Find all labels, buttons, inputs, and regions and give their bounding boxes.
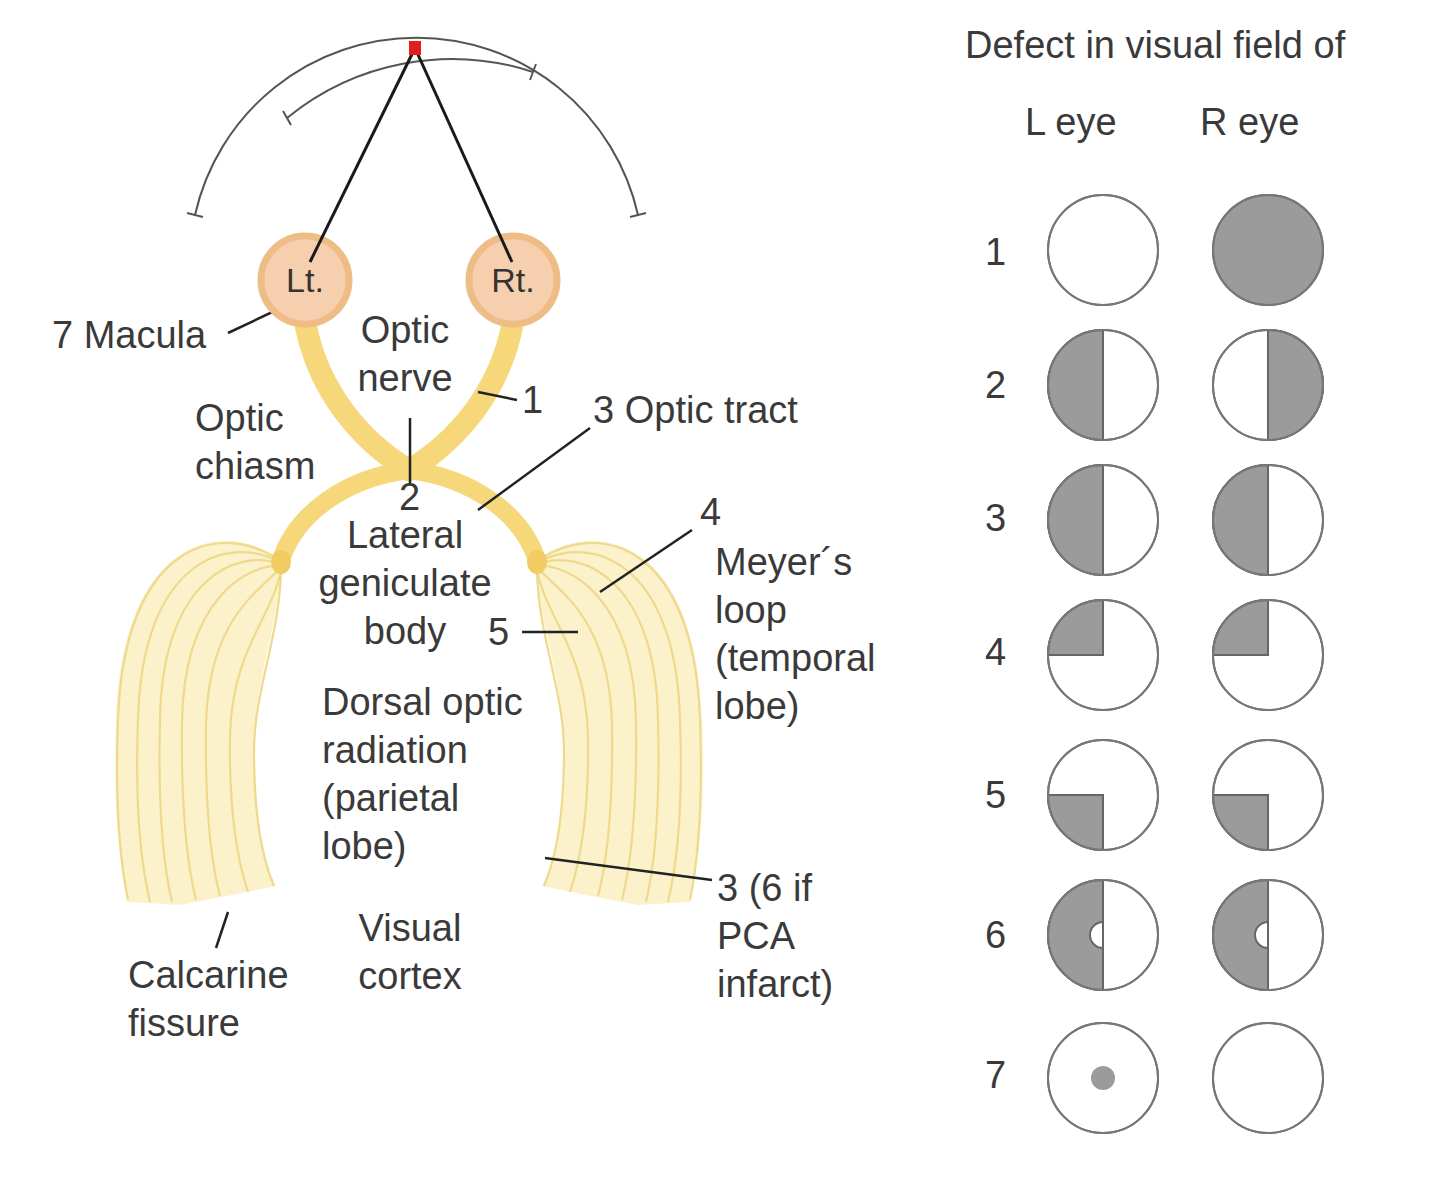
leader-line bbox=[600, 530, 692, 592]
left-eye: Lt. bbox=[256, 231, 354, 329]
field-outline bbox=[1048, 880, 1158, 990]
row-number: 6 bbox=[985, 911, 1006, 959]
callout-number: 1 bbox=[522, 376, 543, 424]
panel-heading: Defect in visual field of bbox=[965, 21, 1345, 69]
field-circle bbox=[1048, 880, 1158, 990]
column-heading: L eye bbox=[1025, 98, 1117, 146]
arc-tick bbox=[630, 213, 646, 217]
field-circle bbox=[1048, 740, 1158, 850]
field-outline bbox=[1213, 740, 1323, 850]
callout-number: 4 bbox=[700, 488, 721, 536]
structure-label: Optic chiasm bbox=[195, 394, 345, 490]
arc-tick bbox=[187, 213, 203, 217]
macular-sparing bbox=[1255, 922, 1268, 948]
structure-label: Dorsal optic radiation (parietal lobe) bbox=[322, 678, 537, 870]
field-defect bbox=[1048, 330, 1103, 440]
row-number: 1 bbox=[985, 228, 1006, 276]
field-defect bbox=[1213, 880, 1268, 990]
field-defect bbox=[1048, 465, 1103, 575]
arc-tick bbox=[530, 64, 536, 80]
field-circle bbox=[1048, 465, 1158, 575]
right-eye: Rt. bbox=[464, 231, 562, 329]
radiation-fibers bbox=[117, 543, 281, 902]
leader-line bbox=[522, 631, 578, 634]
field-outline bbox=[1213, 880, 1323, 990]
row-number: 3 bbox=[985, 494, 1006, 542]
arc-tick bbox=[283, 111, 291, 125]
field-outline bbox=[1213, 600, 1323, 710]
field-outlines bbox=[1048, 195, 1323, 1133]
field-outline bbox=[1048, 1023, 1158, 1133]
row-number: 7 bbox=[985, 1051, 1006, 1099]
lateral-geniculate-body bbox=[271, 550, 291, 574]
field-outline bbox=[1213, 465, 1323, 575]
visual-field-arc bbox=[195, 38, 638, 215]
leader-line bbox=[409, 418, 412, 485]
row-number: 5 bbox=[985, 771, 1006, 819]
structure-label: Optic nerve bbox=[335, 306, 475, 402]
field-outline bbox=[1048, 195, 1158, 305]
eyeball bbox=[469, 236, 557, 324]
field-defect bbox=[1213, 195, 1323, 305]
leader-line bbox=[478, 392, 517, 400]
eyeball bbox=[261, 236, 349, 324]
structure-label: 3 Optic tract bbox=[593, 386, 798, 434]
field-circle bbox=[1213, 600, 1323, 710]
field-defect bbox=[1268, 330, 1323, 440]
macular-field-arc bbox=[287, 59, 533, 118]
macular-sparing bbox=[1090, 922, 1103, 948]
fiber bbox=[230, 570, 281, 892]
field-outline bbox=[1048, 600, 1158, 710]
structure-label: Calcarine fissure bbox=[128, 951, 313, 1047]
sight-line bbox=[415, 48, 512, 262]
row-number: 4 bbox=[985, 628, 1006, 676]
structure-label: Lateral geniculate body bbox=[305, 511, 505, 655]
field-defect bbox=[1213, 465, 1268, 575]
field-circle bbox=[1213, 740, 1323, 850]
leader-line bbox=[216, 912, 228, 948]
field-outline bbox=[1048, 330, 1158, 440]
field-circle bbox=[1213, 1023, 1323, 1133]
field-circle bbox=[1048, 195, 1158, 305]
field-circle bbox=[1048, 600, 1158, 710]
callout-number: 2 bbox=[399, 473, 420, 521]
sight-line bbox=[310, 48, 415, 262]
field-outline bbox=[1213, 1023, 1323, 1133]
fixation-point bbox=[409, 41, 421, 55]
field-circle bbox=[1213, 880, 1323, 990]
structure-label: 7 Macula bbox=[52, 311, 206, 359]
fiber bbox=[160, 560, 281, 902]
field-defect bbox=[1048, 880, 1103, 990]
field-circle bbox=[1048, 330, 1158, 440]
leader-line bbox=[545, 858, 712, 880]
field-circle bbox=[1213, 465, 1323, 575]
leader-line bbox=[478, 428, 590, 510]
field-outline bbox=[1213, 330, 1323, 440]
structure-label: Visual cortex bbox=[335, 904, 485, 1000]
callout-number: 5 bbox=[488, 608, 509, 656]
fiber bbox=[206, 568, 280, 896]
structure-label: 3 (6 if PCA infarct) bbox=[717, 864, 892, 1008]
row-number: 2 bbox=[985, 361, 1006, 409]
field-circle bbox=[1213, 330, 1323, 440]
fiber bbox=[182, 566, 280, 900]
field-outline bbox=[1048, 740, 1158, 850]
field-outline bbox=[1048, 465, 1158, 575]
eye-label: Lt. bbox=[286, 260, 324, 300]
fiber bbox=[137, 552, 279, 902]
field-outline bbox=[1213, 195, 1323, 305]
central-scotoma bbox=[1091, 1066, 1115, 1090]
defect-charts bbox=[1048, 195, 1323, 1133]
optic-radiation bbox=[115, 541, 281, 905]
structure-label: Meyer´s loop (temporal lobe) bbox=[715, 538, 915, 730]
fiber bbox=[254, 572, 281, 886]
field-circle bbox=[1048, 1023, 1158, 1133]
column-heading: R eye bbox=[1200, 98, 1299, 146]
eye-label: Rt. bbox=[491, 260, 534, 300]
